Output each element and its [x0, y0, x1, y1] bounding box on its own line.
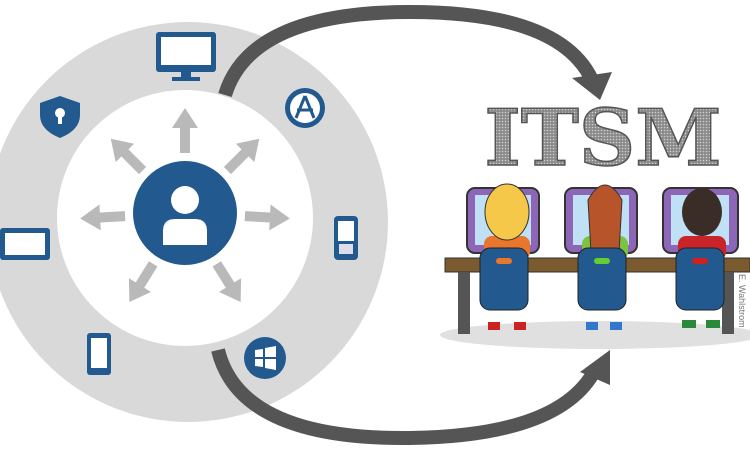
itsm-title: ITSM	[484, 93, 721, 184]
kid-right	[675, 188, 726, 328]
arrow-up	[172, 108, 198, 153]
kid-left	[479, 183, 530, 330]
radial-arrows	[80, 108, 290, 303]
arrow-down-left	[128, 261, 158, 303]
smartphone-icon	[87, 333, 111, 375]
kid-middle	[577, 184, 628, 330]
app-store-icon	[285, 88, 325, 128]
user-icon	[133, 161, 237, 265]
windows-icon	[244, 337, 286, 379]
arrow-left	[80, 204, 126, 231]
arrow-up-left	[110, 138, 147, 175]
arrow-right	[244, 204, 290, 231]
shield-lock-icon	[40, 96, 80, 138]
monitor-icon	[156, 32, 216, 81]
arrow-down-right	[212, 261, 242, 303]
kids-at-computers-illustration: E. Wahlstrom	[440, 183, 750, 349]
tablet-icon	[0, 228, 50, 260]
mobile-phone-icon	[334, 216, 358, 260]
flow-arc-top	[218, 4, 612, 100]
arrow-up-right	[223, 138, 260, 175]
artist-signature: E. Wahlstrom	[737, 274, 747, 328]
flow-arc-bottom	[211, 348, 610, 446]
